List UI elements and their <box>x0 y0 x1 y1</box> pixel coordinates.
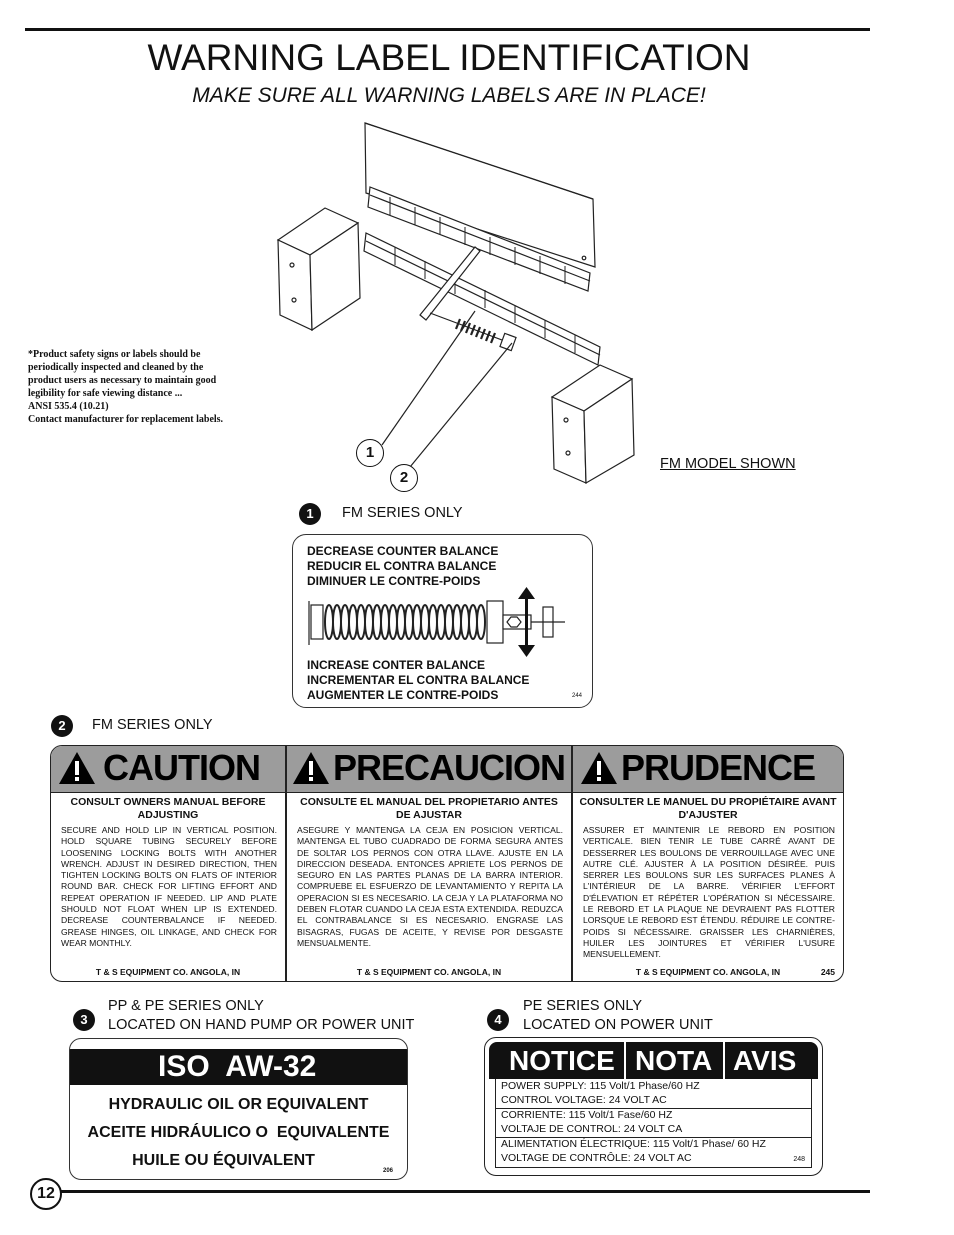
label-2-series: FM SERIES ONLY <box>92 717 213 733</box>
safety-note-line: periodically inspected and cleaned by th… <box>28 362 204 373</box>
column-body: SECURE AND HOLD LIP IN VERTICAL POSITION… <box>61 825 277 948</box>
warning-triangle-icon <box>581 752 617 784</box>
label-3-number: 3 <box>73 1009 95 1031</box>
counter-balance-label: DECREASE COUNTER BALANCE REDUCIR EL CONT… <box>292 534 593 708</box>
nota-word: NOTA <box>635 1045 713 1076</box>
header-divider <box>723 1042 725 1079</box>
prudence-word: PRUDENCE <box>621 747 816 788</box>
iso-header-text: ISO AW-32 <box>158 1050 317 1083</box>
label-1-code: 244 <box>572 693 583 699</box>
iso-line: HYDRAULIC OIL OR EQUIVALENT <box>108 1096 369 1113</box>
label-3-line1: PP & PE SERIES ONLY <box>108 998 264 1014</box>
column-body: ASSURER ET MAINTENIR LE REBORD EN POSITI… <box>583 825 835 960</box>
callout-1: 1 <box>356 439 384 467</box>
decrease-line: DIMINUER LE CONTRE-POIDS <box>307 574 481 588</box>
caution-column-es: CONSULTE EL MANUAL DEL PROPIETARIO ANTES… <box>287 793 571 981</box>
notice-line: CORRIENTE: 115 Volt/1 Fase/60 HZ <box>501 1109 673 1121</box>
decrease-line: REDUCIR EL CONTRA BALANCE <box>307 559 497 573</box>
label-2-number: 2 <box>51 715 73 737</box>
increase-line: AUGMENTER LE CONTRE-POIDS <box>307 688 499 702</box>
page-number: 12 <box>30 1178 62 1210</box>
label-3-code: 206 <box>383 1168 394 1174</box>
label-2-code: 245 <box>820 967 835 977</box>
column-divider <box>285 746 287 981</box>
increase-text: INCREASE CONTER BALANCE INCREMENTAR EL C… <box>307 658 529 703</box>
notice-divider <box>496 1137 811 1138</box>
label-1-number: 1 <box>299 503 321 525</box>
safety-note-line: product users as necessary to maintain g… <box>28 375 217 386</box>
column-footer: T & S EQUIPMENT CO. ANGOLA, IN <box>356 967 502 977</box>
warning-triangle-icon <box>293 752 329 784</box>
bottom-rule <box>44 1190 870 1193</box>
safety-note-line: Contact manufacturer for replacement lab… <box>28 414 224 425</box>
page-title: WARNING LABEL IDENTIFICATION <box>147 37 751 78</box>
caution-column-en: CONSULT OWNERS MANUAL BEFORE ADJUSTING S… <box>51 793 285 981</box>
column-title: CONSULTER LE MANUEL DU PROPIÉTAIRE AVANT… <box>579 796 837 821</box>
notice-label: NOTICE NOTA AVIS POWER SUPPLY: 115 Volt/… <box>484 1037 823 1176</box>
column-divider <box>571 746 573 981</box>
safety-note-line: *Product safety signs or labels should b… <box>28 349 201 360</box>
decrease-text: DECREASE COUNTER BALANCE REDUCIR EL CONT… <box>307 544 498 589</box>
notice-divider <box>496 1108 811 1109</box>
prudence-header: PRUDENCE <box>573 746 843 793</box>
safety-note-line: legibility for safe viewing distance ... <box>28 388 183 399</box>
column-title: CONSULTE EL MANUAL DEL PROPIETARIO ANTES… <box>300 796 558 821</box>
iso-header: ISO AW-32 <box>70 1049 407 1085</box>
column-footer: T & S EQUIPMENT CO. ANGOLA, IN <box>635 967 781 977</box>
label-4-number: 4 <box>487 1009 509 1031</box>
safety-note: *Product safety signs or labels should b… <box>28 348 268 426</box>
avis-word: AVIS <box>733 1045 797 1076</box>
label-4-code: 248 <box>793 1156 805 1163</box>
notice-line: VOLTAGE DE CONTRÔLE: 24 VOLT AC <box>501 1152 692 1164</box>
increase-line: INCREMENTAR EL CONTRA BALANCE <box>307 673 530 687</box>
iso-oil-label: ISO AW-32 HYDRAULIC OIL OR EQUIVALENT AC… <box>69 1038 408 1180</box>
notice-header: NOTICE NOTA AVIS <box>489 1042 818 1079</box>
caution-header: CAUTION <box>51 746 286 793</box>
safety-note-line: ANSI 535.4 (10.21) <box>28 401 109 412</box>
iso-line: ACEITE HIDRÁULICO O EQUIVALENTE <box>87 1124 390 1141</box>
notice-line: ALIMENTATION ÉLECTRIQUE: 115 Volt/1 Phas… <box>501 1138 766 1150</box>
page-subtitle: MAKE SURE ALL WARNING LABELS ARE IN PLAC… <box>192 84 706 107</box>
iso-line: HUILE OU ÉQUIVALENT <box>132 1152 315 1169</box>
caution-label: CAUTION PRECAUCION PRUDENCE CONSULT OWNE… <box>50 745 844 982</box>
dock-leveler-drawing <box>276 122 635 485</box>
label-1-series: FM SERIES ONLY <box>342 505 463 521</box>
label-3-line2: LOCATED ON HAND PUMP OR POWER UNIT <box>108 1017 415 1033</box>
spring-diagram <box>308 587 565 657</box>
column-footer: T & S EQUIPMENT CO. ANGOLA, IN <box>95 967 241 977</box>
callout-2: 2 <box>390 464 418 492</box>
column-body: ASEGURE Y MANTENGA LA CEJA EN POSICION V… <box>297 825 563 948</box>
warning-triangle-icon <box>59 752 95 784</box>
label-4-line1: PE SERIES ONLY <box>523 998 642 1014</box>
column-title: CONSULT OWNERS MANUAL BEFORE ADJUSTING <box>70 796 266 821</box>
notice-word: NOTICE <box>509 1045 615 1076</box>
caution-column-fr: CONSULTER LE MANUEL DU PROPIÉTAIRE AVANT… <box>573 793 843 981</box>
precaucion-header: PRECAUCION <box>287 746 572 793</box>
label-4-line2: LOCATED ON POWER UNIT <box>523 1017 713 1033</box>
notice-line: POWER SUPPLY: 115 Volt/1 Phase/60 HZ <box>501 1080 700 1092</box>
notice-line: CONTROL VOLTAGE: 24 VOLT AC <box>501 1094 667 1106</box>
notice-body: POWER SUPPLY: 115 Volt/1 Phase/60 HZ CON… <box>495 1079 812 1168</box>
decrease-line: DECREASE COUNTER BALANCE <box>307 544 499 558</box>
top-rule <box>25 28 870 31</box>
figure-caption: FM MODEL SHOWN <box>660 456 796 472</box>
header-divider <box>624 1042 626 1079</box>
precaucion-word: PRECAUCION <box>333 747 566 788</box>
caution-word: CAUTION <box>103 747 261 788</box>
increase-line: INCREASE CONTER BALANCE <box>307 658 486 672</box>
notice-line: VOLTAJE DE CONTROL: 24 VOLT CA <box>501 1123 683 1135</box>
